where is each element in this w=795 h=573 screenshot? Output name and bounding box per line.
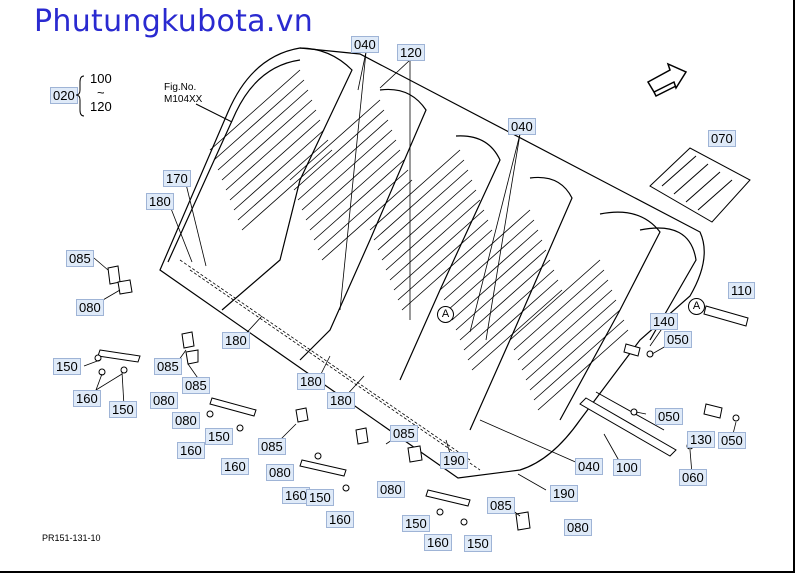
part-label-160[interactable]: 160 bbox=[73, 390, 101, 407]
part-label-180[interactable]: 180 bbox=[222, 332, 250, 349]
fig-number: M104XX bbox=[164, 94, 203, 105]
part-label-150[interactable]: 150 bbox=[109, 401, 137, 418]
part-label-050[interactable]: 050 bbox=[655, 408, 683, 425]
part-label-190[interactable]: 190 bbox=[550, 485, 578, 502]
part-label-160[interactable]: 160 bbox=[282, 487, 310, 504]
part-label-110[interactable]: 110 bbox=[728, 282, 755, 299]
fig-label: Fig.No. bbox=[164, 82, 197, 93]
part-label-160[interactable]: 160 bbox=[177, 442, 205, 459]
part-label-040[interactable]: 040 bbox=[508, 118, 536, 135]
part-label-140[interactable]: 140 bbox=[650, 313, 678, 330]
part-label-080[interactable]: 080 bbox=[172, 412, 200, 429]
part-label-150[interactable]: 150 bbox=[464, 535, 492, 552]
part-label-100[interactable]: 100 bbox=[613, 459, 641, 476]
figure-number: Fig.No. M104XX bbox=[164, 82, 202, 106]
part-label-080[interactable]: 080 bbox=[564, 519, 592, 536]
part-label-080[interactable]: 080 bbox=[76, 299, 104, 316]
part-label-085[interactable]: 085 bbox=[154, 358, 182, 375]
part-label-080[interactable]: 080 bbox=[150, 392, 178, 409]
doc-code: PR151-131-10 bbox=[42, 533, 101, 543]
part-label-150[interactable]: 150 bbox=[306, 489, 334, 506]
part-label-150[interactable]: 150 bbox=[53, 358, 81, 375]
part-label-085[interactable]: 085 bbox=[487, 497, 515, 514]
part-label-080[interactable]: 080 bbox=[266, 464, 294, 481]
range-note: 100 ~ 120 bbox=[90, 72, 112, 114]
part-label-150[interactable]: 150 bbox=[402, 515, 430, 532]
range-to: 120 bbox=[90, 99, 112, 114]
part-label-120[interactable]: 120 bbox=[397, 44, 425, 61]
part-label-085[interactable]: 085 bbox=[182, 377, 210, 394]
part-label-160[interactable]: 160 bbox=[424, 534, 452, 551]
part-label-190[interactable]: 190 bbox=[440, 452, 468, 469]
part-label-170[interactable]: 170 bbox=[163, 170, 191, 187]
range-from: 100 bbox=[90, 71, 112, 86]
range-tilde: ~ bbox=[97, 85, 105, 100]
part-label-range-prefix[interactable]: 020 bbox=[50, 87, 78, 104]
part-label-085[interactable]: 085 bbox=[258, 438, 286, 455]
part-label-180[interactable]: 180 bbox=[327, 392, 355, 409]
part-label-040[interactable]: 040 bbox=[575, 458, 603, 475]
reference-circle-a-body: A bbox=[437, 306, 454, 323]
part-label-160[interactable]: 160 bbox=[326, 511, 354, 528]
part-label-160[interactable]: 160 bbox=[221, 458, 249, 475]
part-label-050[interactable]: 050 bbox=[664, 331, 692, 348]
part-label-060[interactable]: 060 bbox=[679, 469, 707, 486]
reference-circle-a-detail: A bbox=[688, 298, 705, 315]
part-label-050[interactable]: 050 bbox=[718, 432, 746, 449]
part-label-085[interactable]: 085 bbox=[390, 425, 418, 442]
part-label-150[interactable]: 150 bbox=[205, 428, 233, 445]
part-label-180[interactable]: 180 bbox=[297, 373, 325, 390]
part-label-085[interactable]: 085 bbox=[66, 250, 94, 267]
part-label-080[interactable]: 080 bbox=[377, 481, 405, 498]
part-label-130[interactable]: 130 bbox=[687, 431, 715, 448]
part-label-040[interactable]: 040 bbox=[351, 36, 379, 53]
part-label-070[interactable]: 070 bbox=[708, 130, 736, 147]
part-label-180[interactable]: 180 bbox=[146, 193, 174, 210]
site-title[interactable]: Phutungkubota.vn bbox=[34, 4, 314, 39]
